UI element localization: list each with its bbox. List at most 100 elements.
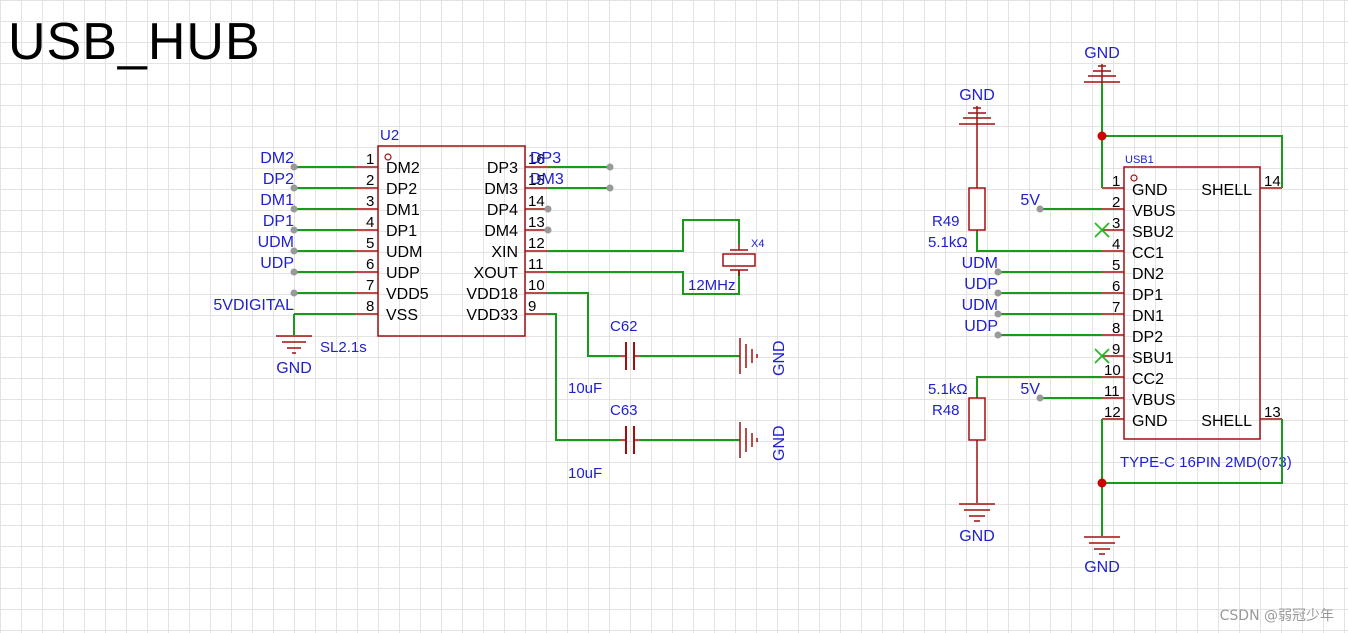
usb-pin-name: SHELL [1201, 182, 1252, 199]
resistor-r49[interactable]: R49 5.1kΩ [928, 126, 986, 251]
usb-value: TYPE-C 16PIN 2MD(073) [1120, 454, 1292, 471]
usb-pin-name: VBUS [1132, 203, 1176, 220]
usb-pin-num: 13 [1264, 404, 1281, 421]
hub-chip-left-pins: 1 2 3 4 5 6 7 8 DM2 DP2 DM1 DP1 UDM UDP … [355, 151, 429, 324]
u2-pin-name: DM2 [386, 160, 420, 177]
capacitor-value: 10uF [568, 380, 602, 397]
u2-pin-num: 9 [528, 298, 536, 315]
u2-pin-name: DP2 [386, 181, 417, 198]
usb-pin-num: 11 [1104, 383, 1120, 400]
net-label: DM1 [260, 192, 294, 209]
gnd-label: GND [771, 425, 788, 461]
u2-pin-num: 15 [528, 172, 545, 189]
u2-pin-name: DM3 [484, 181, 518, 198]
gnd-label: GND [1084, 559, 1120, 576]
u2-pin-name: VDD18 [466, 286, 518, 303]
usb-pin-num: 10 [1104, 362, 1121, 379]
u2-pin-num: 7 [366, 277, 374, 294]
usb-pin-name: SBU2 [1132, 224, 1174, 241]
hub-chip-right-pins: 16 15 14 13 12 11 10 9 DP3 DM3 DP4 DM4 X… [466, 151, 548, 324]
usb-pin-num: 12 [1104, 404, 1121, 421]
usb-pin-num: 5 [1112, 257, 1120, 274]
usb-pin-num: 7 [1112, 299, 1120, 316]
hub-chip-designator: U2 [380, 127, 399, 144]
resistor-r48[interactable]: 5.1kΩ R48 [928, 381, 986, 503]
u2-pin-name: VSS [386, 307, 418, 324]
u2-pin-num: 10 [528, 277, 545, 294]
crystal-value: 12MHz [688, 277, 736, 294]
hub-chip-left-nets: DM2 DP2 DM1 DP1 UDM UDP 5VDIGITAL GND [213, 150, 355, 377]
net-label: DP1 [263, 213, 294, 230]
u2-pin-name: DP1 [386, 223, 417, 240]
u2-pin-num: 3 [366, 193, 374, 210]
u2-pin-num: 11 [528, 256, 544, 273]
net-label: 5V [1020, 381, 1040, 398]
net-label: DP2 [263, 171, 294, 188]
net-label: DM2 [260, 150, 294, 167]
usb-pin-num: 2 [1112, 194, 1120, 211]
gnd-label: GND [276, 360, 312, 377]
capacitor-designator: C63 [610, 402, 638, 419]
net-label: UDP [964, 276, 998, 293]
crystal-x4[interactable]: X4 12MHz [688, 238, 764, 294]
gnd-symbol [276, 335, 312, 354]
u2-pin-num: 6 [366, 256, 374, 273]
usb-pin-name: DP2 [1132, 329, 1163, 346]
watermark: CSDN @弱冠少年 [1219, 608, 1334, 624]
net-label: UDM [962, 255, 998, 272]
usb-connector-usb1[interactable]: USB1 TYPE-C 16PIN 2MD(073) [1120, 154, 1292, 471]
capacitor-c62[interactable]: C62 10uF [568, 318, 640, 397]
u2-pin-num: 1 [366, 151, 374, 168]
u2-pin-num: 8 [366, 298, 374, 315]
u2-pin-name: DM1 [386, 202, 420, 219]
resistor-value: 5.1kΩ [928, 381, 968, 398]
resistor-value: 5.1kΩ [928, 234, 968, 251]
u2-pin-name: UDP [386, 265, 420, 282]
usb-pin-name: DP1 [1132, 287, 1163, 304]
u2-pin-name: UDM [386, 244, 422, 261]
usb-pin-num: 1 [1112, 173, 1120, 190]
net-label: 5VDIGITAL [213, 297, 294, 314]
usb-designator: USB1 [1125, 154, 1154, 166]
schematic-title: USB_HUB [8, 13, 261, 71]
usb-pin-name: GND [1132, 182, 1168, 199]
net-label: UDP [260, 255, 294, 272]
resistor-designator: R49 [932, 213, 960, 230]
gnd-symbol: GND [1084, 45, 1120, 83]
u2-pin-name: DP4 [487, 202, 518, 219]
usb-pin-num: 6 [1112, 278, 1120, 295]
capacitor-c63[interactable]: C63 10uF [568, 402, 640, 482]
gnd-symbol: GND [739, 422, 788, 461]
u2-pin-num: 16 [528, 151, 545, 168]
net-label: UDP [964, 318, 998, 335]
gnd-symbol: GND [959, 87, 995, 126]
u2-pin-name: VDD33 [466, 307, 518, 324]
gnd-symbol: GND [1084, 536, 1120, 576]
usb-pin-name: SBU1 [1132, 350, 1174, 367]
usb-pin-num: 4 [1112, 236, 1120, 253]
hub-chip-u2[interactable]: U2 SL2.1s [320, 127, 526, 356]
u2-pin-num: 5 [366, 235, 374, 252]
usb-pin-num: 14 [1264, 173, 1281, 190]
gnd-symbol: GND [959, 503, 995, 545]
crystal-designator: X4 [751, 238, 764, 250]
gnd-label: GND [959, 528, 995, 545]
u2-pin-num: 13 [528, 214, 545, 231]
net-label: UDM [962, 297, 998, 314]
u2-pin-num: 2 [366, 172, 374, 189]
usb-nets: 5V 5V UDM UDP UDM UDP [962, 82, 1283, 536]
u2-pin-name: DM4 [484, 223, 518, 240]
usb-pin-name: GND [1132, 413, 1168, 430]
u2-pin-num: 12 [528, 235, 545, 252]
gnd-label: GND [959, 87, 995, 104]
u2-pin-num: 14 [528, 193, 545, 210]
usb-left-pins: 1 2 3 4 5 6 7 8 9 10 11 12 GND VBUS SBU2… [1102, 173, 1282, 430]
net-label: DM3 [530, 171, 564, 188]
usb-pin-name: VBUS [1132, 392, 1176, 409]
resistor-designator: R48 [932, 402, 960, 419]
hub-chip-value: SL2.1s [320, 339, 367, 356]
no-connect-icon [1094, 348, 1110, 364]
no-connect-icon [1094, 222, 1110, 238]
usb-pin-name: CC2 [1132, 371, 1164, 388]
gnd-symbol: GND [739, 338, 788, 376]
